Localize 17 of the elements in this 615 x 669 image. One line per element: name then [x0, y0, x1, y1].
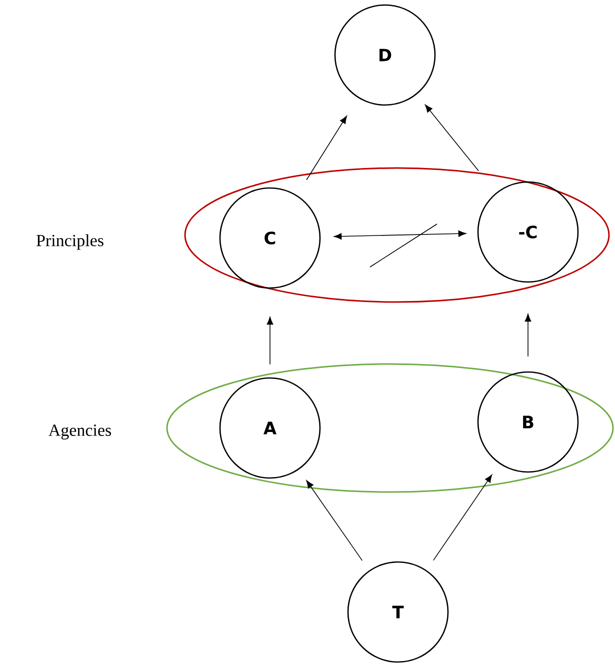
arrow: [266, 316, 274, 365]
ellipse-group: [166, 363, 614, 493]
arrow: [306, 480, 363, 561]
group-label: Principles: [36, 234, 104, 250]
circle-node: -C: [477, 181, 579, 283]
ellipse-group: [184, 167, 610, 303]
group-label: Agencies: [48, 424, 112, 440]
circle-node: D: [334, 4, 436, 106]
circle-node: B: [477, 371, 579, 473]
circle-node: C: [219, 187, 321, 289]
arrow: [334, 230, 466, 240]
circle-node: T: [347, 561, 449, 663]
arrow: [432, 474, 492, 561]
circle-node: A: [219, 377, 321, 479]
arrow: [424, 104, 479, 172]
arrow: [524, 314, 532, 357]
arrow: [306, 116, 347, 180]
